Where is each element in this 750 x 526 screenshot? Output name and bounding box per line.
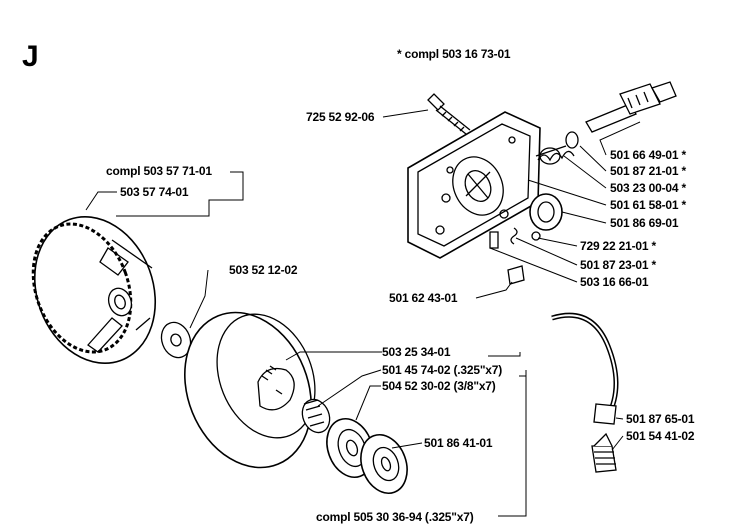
leader-lines (85, 109, 641, 517)
label-clutch-compl: compl 503 57 71-01 (106, 164, 212, 178)
seal-ring-illustration (565, 131, 579, 149)
label-pump-5: 501 86 69-01 (610, 216, 679, 230)
header-note: * compl 503 16 73-01 (397, 47, 511, 61)
washer-illustration (160, 321, 192, 359)
label-rim: 501 86 41-01 (424, 436, 493, 450)
label-pump-7: 501 87 23-01 * (580, 258, 656, 272)
label-screw: 725 52 92-06 (306, 110, 375, 124)
screw-illustration (427, 93, 471, 135)
label-pump-2: 501 87 21-01 * (610, 164, 686, 178)
pump-shaft-illustration (585, 81, 677, 133)
label-filter: 501 54 41-02 (626, 429, 695, 443)
label-pump-1: 501 66 49-01 * (610, 148, 686, 162)
spring-illustration (535, 145, 575, 165)
oil-filter-illustration (591, 432, 617, 473)
label-bearing-38: 504 52 30-02 (3/8"x7) (382, 379, 496, 393)
label-washer: 503 52 12-02 (229, 263, 298, 277)
clutch-drum-illustration (184, 311, 316, 469)
pump-gear-illustration (529, 193, 563, 231)
oil-pump-illustration (407, 111, 541, 259)
label-drum-compl: compl 505 30 36-94 (.325"x7) (316, 510, 474, 524)
spur-sprocket-illustration (360, 434, 408, 494)
label-drum: 503 25 34-01 (382, 345, 451, 359)
label-pump-3: 503 23 00-04 * (610, 181, 686, 195)
oil-hose-illustration (551, 312, 619, 425)
clutch-illustration (31, 215, 157, 365)
label-pump-8: 503 16 66-01 (580, 275, 649, 289)
label-pump-4: 501 61 58-01 * (610, 198, 686, 212)
small-parts-illustration (489, 227, 541, 285)
label-bearing-325: 501 45 74-02 (.325"x7) (382, 363, 503, 377)
section-letter: J (22, 40, 39, 73)
label-pump-9: 501 62 43-01 (389, 291, 458, 305)
label-hose: 501 87 65-01 (626, 412, 695, 426)
needle-bearing-illustration (301, 398, 331, 434)
label-pump-6: 729 22 21-01 * (580, 239, 656, 253)
label-clutch: 503 57 74-01 (120, 185, 189, 199)
